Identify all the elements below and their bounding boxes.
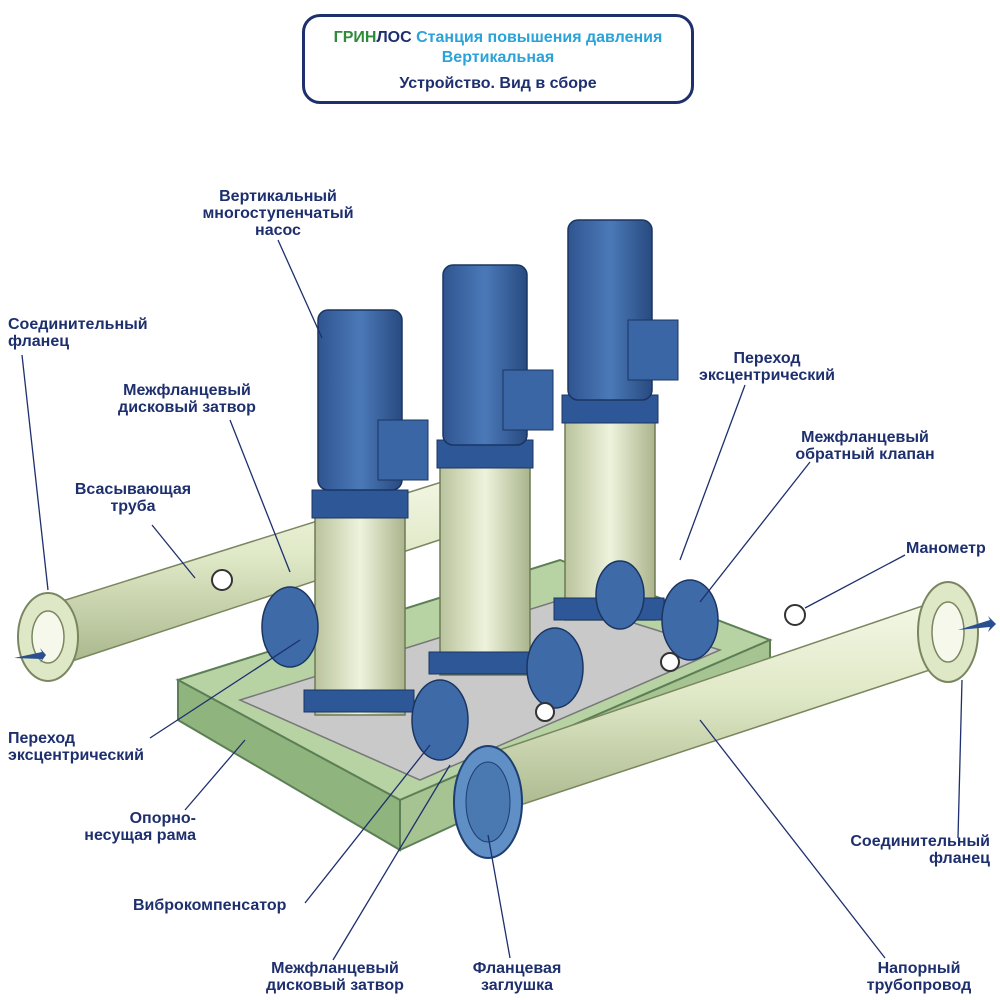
label-butterfly-top: Межфланцевый дисковый затвор: [118, 382, 256, 416]
pump-2: [428, 264, 554, 676]
brand-part2: ЛОС: [376, 29, 412, 46]
label-pressure-pipe: Напорный трубопровод: [866, 960, 972, 994]
label-check-valve: Межфланцевый обратный клапан: [795, 429, 935, 463]
title-box: ГРИНЛОС Станция повышения давления Верти…: [302, 14, 694, 104]
subtitle: Вертикальная: [441, 49, 555, 66]
label-butterfly-bottom: Межфланцевый дисковый затвор: [266, 960, 404, 994]
view-caption: Устройство. Вид в сборе: [399, 75, 597, 92]
leader-lines: [21, 239, 963, 961]
title-line: ГРИНЛОС Станция повышения давления: [305, 28, 691, 48]
label-flange-left: Соединительный фланец: [8, 316, 148, 350]
title-text: Станция повышения давления: [416, 29, 663, 46]
label-suction-pipe: Всасывающая труба: [74, 481, 192, 515]
label-manometer: Манометр: [906, 540, 986, 557]
label-pump: Вертикальный многоступенчатый насос: [202, 188, 354, 239]
label-frame: Опорно- несущая рама: [84, 810, 196, 844]
label-reducer-right: Переход эксцентрический: [699, 350, 835, 384]
pump-3: [553, 219, 679, 621]
label-blind-flange: Фланцевая заглушка: [472, 960, 562, 994]
manometers: [211, 569, 806, 722]
pump-1: [303, 309, 429, 716]
brand-part1: ГРИН: [333, 29, 377, 46]
pressure-pipe: [453, 581, 996, 859]
label-compensator: Виброкомпенсатор: [133, 897, 287, 914]
label-reducer-left: Переход эксцентрический: [8, 730, 144, 764]
valves: [261, 560, 719, 761]
label-flange-right: Соединительный фланец: [850, 833, 990, 867]
